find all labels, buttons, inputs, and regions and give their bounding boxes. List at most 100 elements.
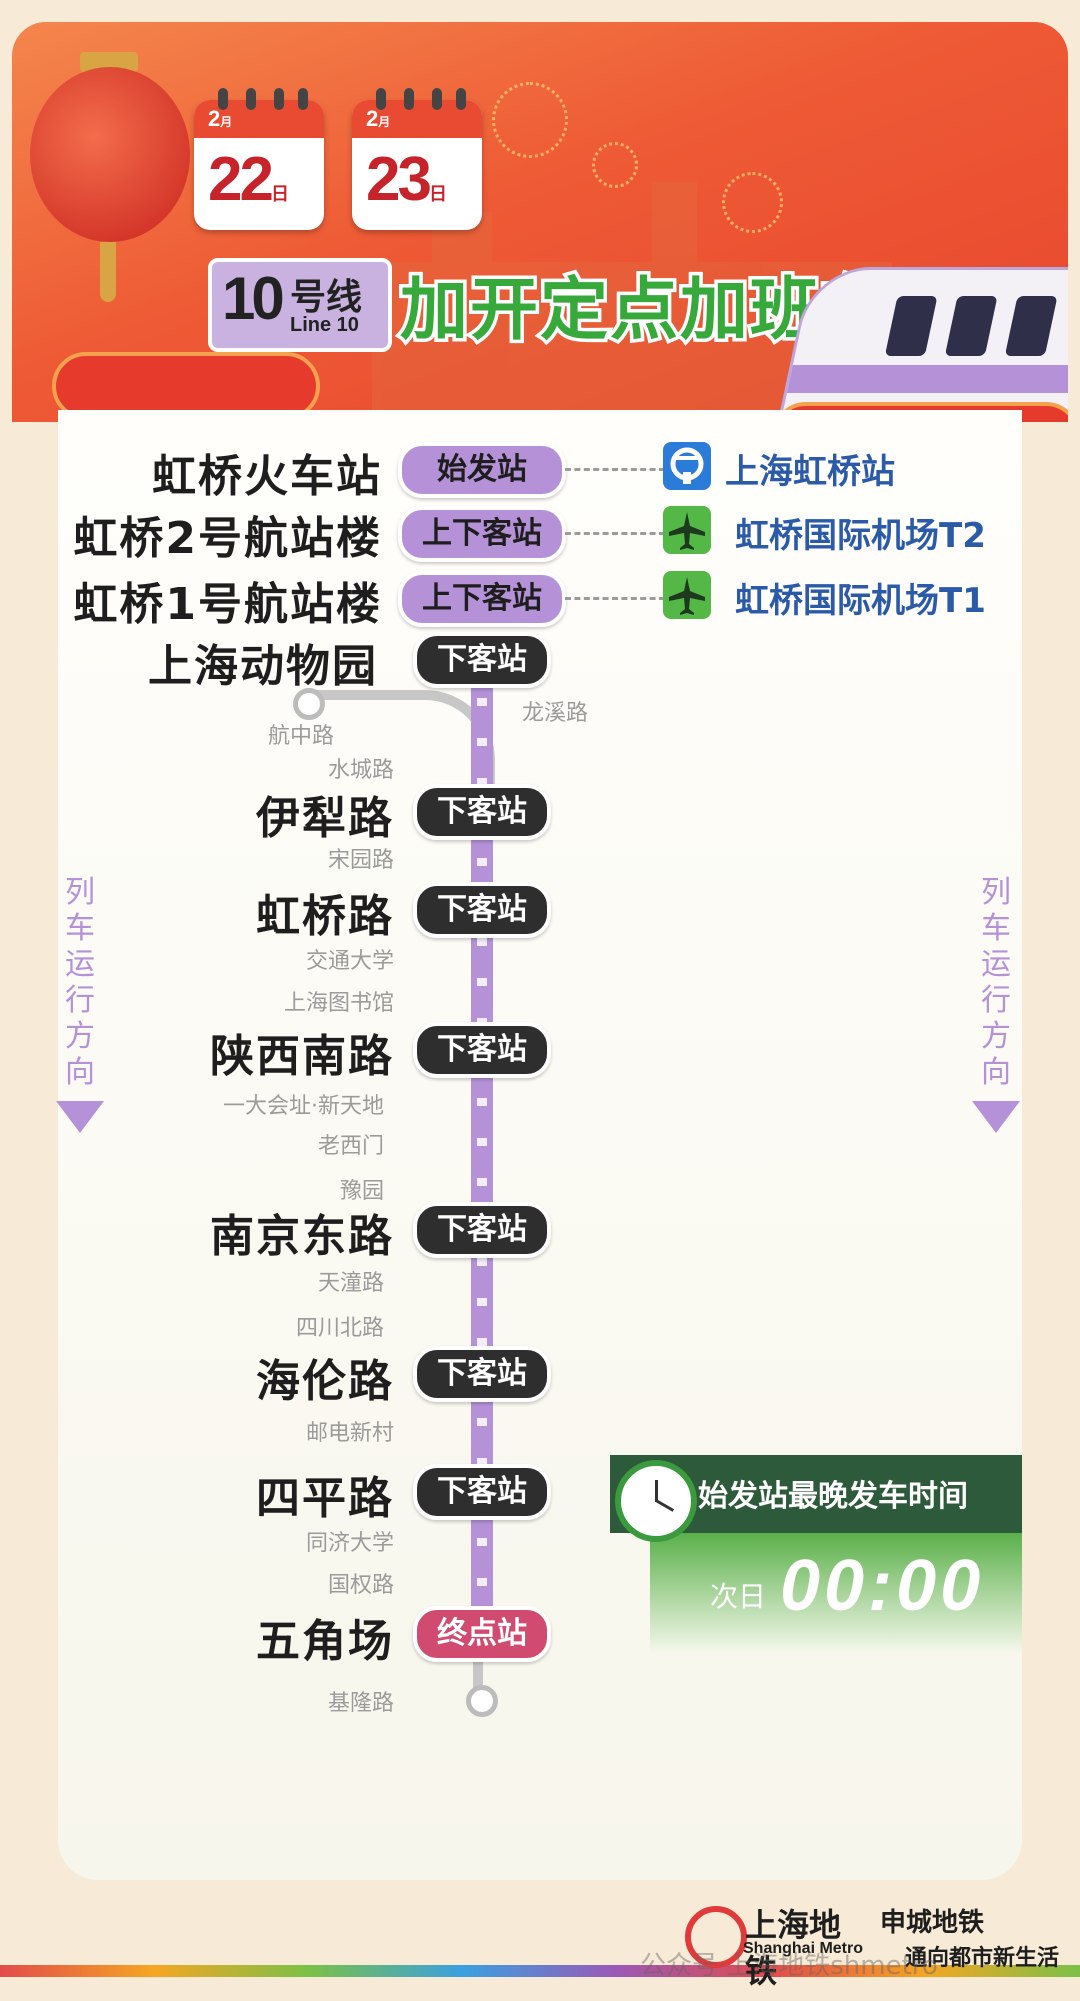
- firework-icon: [592, 142, 638, 188]
- direction-char: 运: [981, 947, 1011, 982]
- logo-en: Shanghai Metro: [743, 1940, 864, 1957]
- railway-icon: [663, 442, 711, 490]
- direction-char: 列: [65, 875, 95, 910]
- calendar-day-unit: 日: [270, 184, 289, 204]
- line-en: Line 10: [290, 314, 359, 336]
- transfer-label: 虹桥国际机场T1: [735, 581, 986, 621]
- direction-char: 向: [981, 1055, 1011, 1090]
- calendar-day: 22: [208, 145, 274, 214]
- minor-station: 国权路: [327, 1573, 394, 1598]
- down-arrow-icon: [56, 1101, 104, 1133]
- transfer-label: 虹桥国际机场T2: [735, 516, 986, 556]
- minor-station: 航中路: [268, 724, 335, 749]
- updown-station-tag: 上下客站: [398, 506, 566, 562]
- station-name: 五角场: [256, 1616, 394, 1667]
- dropoff-station-tag: 下客站: [413, 1346, 551, 1402]
- transfer-dash: [565, 597, 665, 600]
- direction-char: 向: [65, 1055, 95, 1090]
- line-hao: 号线: [290, 277, 363, 318]
- terminal-station-tag: 终点站: [413, 1606, 551, 1662]
- logo-cn: 上海地铁: [745, 1906, 842, 1990]
- airplane-icon: [663, 571, 711, 619]
- calendar-day: 23: [366, 145, 432, 214]
- branch-terminal-dot: [293, 688, 325, 720]
- last-train-title: 始发站最晚发车时间: [698, 1479, 968, 1514]
- calendar-month-unit: 月: [220, 115, 233, 129]
- last-train-body: [650, 1533, 1022, 1653]
- firework-icon: [722, 172, 783, 233]
- down-arrow-icon: [972, 1101, 1020, 1133]
- direction-char: 方: [65, 1019, 95, 1054]
- direction-char: 列: [981, 875, 1011, 910]
- last-train-time: 00:00: [780, 1546, 985, 1626]
- direction-label-right: 列 车 运 行 方 向: [972, 875, 1020, 1133]
- direction-label-left: 列 车 运 行 方 向: [56, 875, 104, 1133]
- dropoff-station-tag: 下客站: [413, 1202, 551, 1258]
- minor-station: 交通大学: [305, 949, 394, 974]
- station-name: 四平路: [256, 1473, 394, 1524]
- date-calendar-22: 2月 22日: [194, 88, 324, 230]
- direction-char: 方: [981, 1019, 1011, 1054]
- calendar-day-unit: 日: [428, 184, 447, 204]
- route-tail-line: [473, 1650, 483, 1700]
- clock-icon: [615, 1460, 697, 1542]
- lantern-cap: [80, 52, 138, 72]
- dropoff-station-tag: 下客站: [413, 632, 551, 688]
- watermark: 公众号·上海地铁shmetro: [640, 1951, 938, 1981]
- direction-char: 运: [65, 947, 95, 982]
- direction-char: 车: [981, 911, 1011, 946]
- dropoff-station-tag: 下客站: [413, 784, 551, 840]
- lantern-tassel: [100, 242, 116, 302]
- calendar-month: 2: [208, 106, 221, 131]
- minor-station: 基隆路: [327, 1691, 394, 1716]
- minor-station: 水城路: [327, 758, 394, 783]
- minor-station: 天潼路: [317, 1271, 384, 1296]
- dropoff-station-tag: 下客站: [413, 882, 551, 938]
- minor-station: 一大会址·新天地: [223, 1094, 384, 1119]
- firework-icon: [492, 82, 568, 158]
- minor-station: 豫园: [339, 1179, 384, 1204]
- minor-station: 邮电新村: [305, 1421, 394, 1446]
- transfer-label: 上海虹桥站: [725, 452, 895, 492]
- metro-train-illustration: [773, 267, 1068, 422]
- minor-station: 四川北路: [295, 1316, 384, 1341]
- dropoff-station-tag: 下客站: [413, 1022, 551, 1078]
- start-station-tag: 始发站: [398, 442, 566, 498]
- minor-station: 上海图书馆: [283, 991, 394, 1016]
- station-name: 上海动物园: [148, 641, 378, 692]
- station-name: 伊犁路: [256, 793, 394, 844]
- direction-char: 行: [65, 983, 95, 1018]
- calendar-month-unit: 月: [378, 115, 391, 129]
- direction-char: 车: [65, 911, 95, 946]
- minor-station: 老西门: [317, 1134, 384, 1159]
- station-name: 虹桥2号航站楼: [73, 513, 382, 564]
- station-name: 虹桥火车站: [152, 451, 382, 502]
- line-number: 10: [222, 265, 285, 332]
- minor-station: 龙溪路: [522, 701, 589, 726]
- date-calendar-23: 2月 23日: [352, 88, 482, 230]
- next-day-label: 次日: [710, 1580, 767, 1613]
- header-banner: 2月 22日 2月 23日 10 号线 Line 10 加开定点加班车: [12, 22, 1068, 422]
- direction-char: 行: [981, 983, 1011, 1018]
- station-name: 海伦路: [256, 1356, 394, 1407]
- minor-station: 同济大学: [305, 1531, 394, 1556]
- transfer-dash: [565, 468, 665, 471]
- slogan-line1: 申城地铁: [880, 1908, 985, 1938]
- dropoff-station-tag: 下客站: [413, 1464, 551, 1520]
- airplane-icon: [663, 506, 711, 554]
- station-name: 虹桥路: [256, 891, 394, 942]
- metro-logo-mark: [685, 1906, 747, 1968]
- slogan-line2: 通向都市新生活: [905, 1945, 1060, 1971]
- station-name: 虹桥1号航站楼: [73, 579, 382, 630]
- footer-color-strip: [0, 1965, 1080, 1977]
- line-badge: 10 号线 Line 10: [208, 258, 392, 352]
- route-end-dot: [466, 1685, 498, 1717]
- minor-station: 宋园路: [327, 848, 394, 873]
- lantern-icon: [30, 67, 190, 242]
- calendar-month: 2: [366, 106, 379, 131]
- station-name: 陕西南路: [210, 1031, 394, 1082]
- shanghai-metro-logo: 上海地铁 Shanghai Metro: [685, 1900, 865, 1990]
- updown-station-tag: 上下客站: [398, 571, 566, 627]
- station-name: 南京东路: [210, 1211, 394, 1262]
- transfer-dash: [565, 532, 665, 535]
